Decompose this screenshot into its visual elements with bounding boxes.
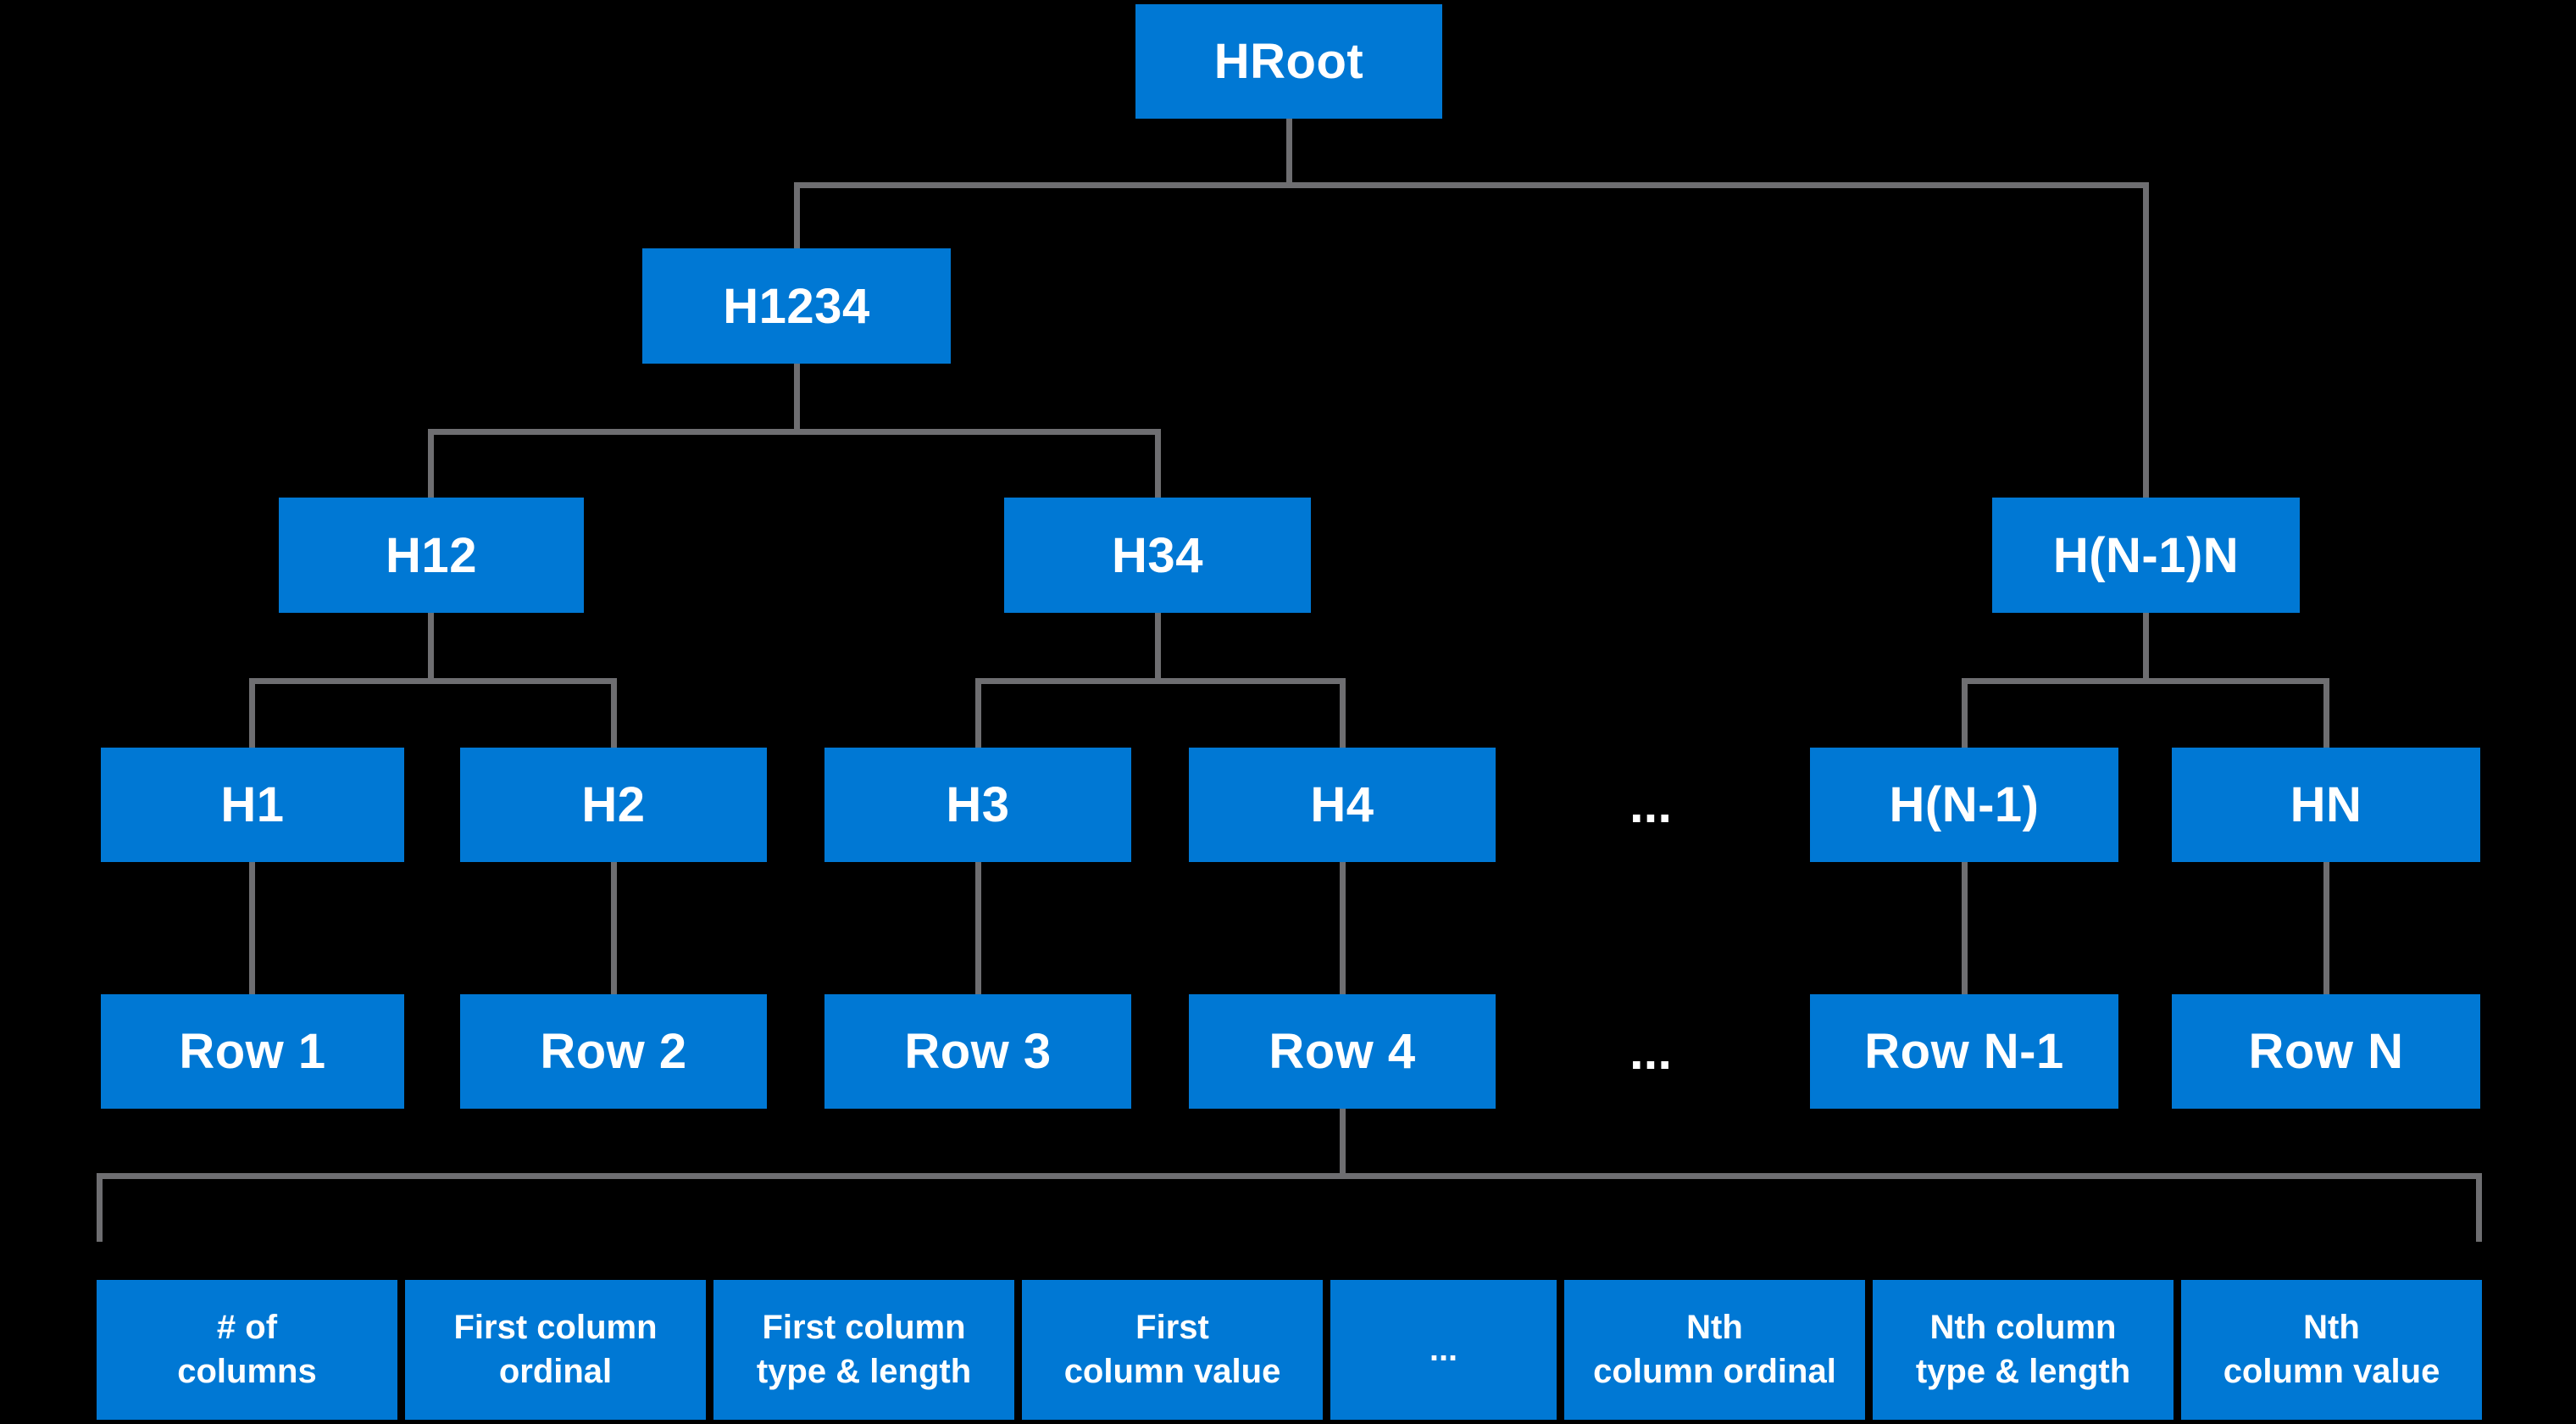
connector-hroot-rail [794,182,2149,188]
connector-to-hn1n [2143,182,2149,499]
connector-h1-row1 [249,860,255,996]
connector-to-h4 [1340,678,1346,749]
node-row2: Row 2 [460,994,767,1109]
hash-level-ellipsis: ... [1629,776,1672,833]
detail-first-column-type-length: First column type & length [713,1280,1014,1420]
node-h1234: H1234 [642,248,951,364]
node-hn1n: H(N-1)N [1992,498,2300,613]
connector-to-hn [2323,678,2329,749]
node-rown1-label: Row N-1 [1864,1024,2064,1079]
node-row2-label: Row 2 [540,1024,687,1079]
node-h1: H1 [101,748,404,862]
detail-ellipsis: ... [1330,1280,1557,1420]
node-h4-label: H4 [1310,777,1374,832]
node-hn1-label: H(N-1) [1889,777,2040,832]
connector-to-h12 [428,429,434,499]
connector-to-h1234 [794,182,800,250]
connector-to-h34 [1155,429,1161,499]
detail-nth-column-value: Nth column value [2181,1280,2482,1420]
node-row3: Row 3 [824,994,1131,1109]
bracket-rail [97,1173,2482,1179]
detail-nth-column-type-length: Nth column type & length [1873,1280,2174,1420]
node-hn1: H(N-1) [1810,748,2118,862]
connector-to-hn1 [1962,678,1968,749]
node-row4: Row 4 [1189,994,1496,1109]
node-hn1n-label: H(N-1)N [2052,527,2240,583]
connector-to-h3 [975,678,981,749]
node-hroot: HRoot [1135,4,1442,119]
node-rown: Row N [2172,994,2480,1109]
connector-hn1-rown1 [1962,860,1968,996]
detail-num-columns: # of columns [97,1280,397,1420]
connector-h2-row2 [611,860,617,996]
connector-hroot-drop [1286,117,1292,188]
connector-h12-drop [428,611,434,684]
node-row1-label: Row 1 [179,1024,326,1079]
detail-first-column-ordinal: First column ordinal [405,1280,706,1420]
node-h34-label: H34 [1112,527,1203,583]
bracket-left-tick [97,1173,103,1242]
bracket-right-tick [2476,1173,2482,1242]
node-row4-label: Row 4 [1269,1024,1416,1079]
connector-hn-rown [2323,860,2329,996]
node-h3: H3 [824,748,1131,862]
node-h2-label: H2 [581,777,646,832]
node-h2: H2 [460,748,767,862]
node-row1: Row 1 [101,994,404,1109]
detail-first-column-value: First column value [1022,1280,1323,1420]
connector-h4-row4 [1340,860,1346,996]
node-hn: HN [2172,748,2480,862]
connector-to-h1 [249,678,255,749]
node-h12-label: H12 [386,527,477,583]
node-hroot-label: HRoot [1213,34,1364,89]
node-h4: H4 [1189,748,1496,862]
connector-h34-rail [975,678,1346,684]
connector-row4-drop [1340,1106,1346,1179]
node-hn-label: HN [2290,777,2362,832]
connector-h3-row3 [975,860,981,996]
connector-h12-rail [249,678,617,684]
node-h1-label: H1 [220,777,285,832]
node-h3-label: H3 [946,777,1010,832]
node-rown1: Row N-1 [1810,994,2118,1109]
connector-h1234-rail [428,429,1161,435]
node-h1234-label: H1234 [723,278,870,334]
node-rown-label: Row N [2248,1024,2404,1079]
connector-hn1n-drop [2143,611,2149,684]
node-row3-label: Row 3 [904,1024,1052,1079]
connector-h34-drop [1155,611,1161,684]
detail-nth-column-ordinal: Nth column ordinal [1564,1280,1865,1420]
row-level-ellipsis: ... [1629,1023,1672,1080]
node-h34: H34 [1004,498,1311,613]
connector-h1234-drop [794,363,800,435]
connector-hn1n-rail [1962,678,2329,684]
node-h12: H12 [279,498,584,613]
connector-to-h2 [611,678,617,749]
